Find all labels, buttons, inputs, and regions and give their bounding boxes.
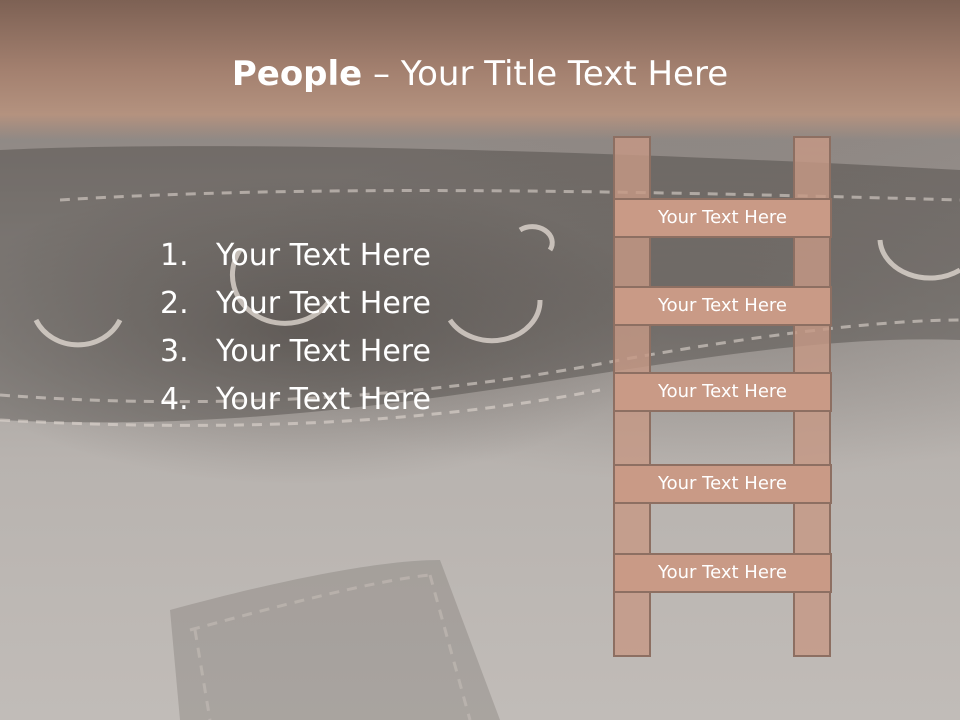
list-item-number: 1. xyxy=(160,238,189,273)
list-item-number: 4. xyxy=(160,382,189,417)
list-item-text: Your Text Here xyxy=(216,238,431,273)
title-rest: Your Title Text Here xyxy=(400,54,729,94)
ladder-rung-4: Your Text Here xyxy=(613,464,832,504)
list-item: 4. Your Text Here xyxy=(160,376,431,424)
title-separator: – xyxy=(362,54,401,94)
ladder-rung-3: Your Text Here xyxy=(613,372,832,412)
list-item-text: Your Text Here xyxy=(216,286,431,321)
list-item: 3. Your Text Here xyxy=(160,328,431,376)
ladder-rung-5: Your Text Here xyxy=(613,553,832,593)
title-bold-part: People xyxy=(231,54,363,94)
list-item-number: 2. xyxy=(160,286,189,321)
list-item-number: 3. xyxy=(160,334,189,369)
numbered-list: 1. Your Text Here 2. Your Text Here 3. Your… xyxy=(160,232,431,424)
list-item-text: Your Text Here xyxy=(216,382,431,417)
list-item-text: Your Text Here xyxy=(216,334,431,369)
list-item: 1. Your Text Here xyxy=(160,232,431,280)
ladder-rung-2: Your Text Here xyxy=(613,286,832,326)
slide-title: People – Your Title Text Here xyxy=(0,52,960,96)
title-band xyxy=(0,0,960,140)
list-item: 2. Your Text Here xyxy=(160,280,431,328)
ladder-rung-1: Your Text Here xyxy=(613,198,832,238)
